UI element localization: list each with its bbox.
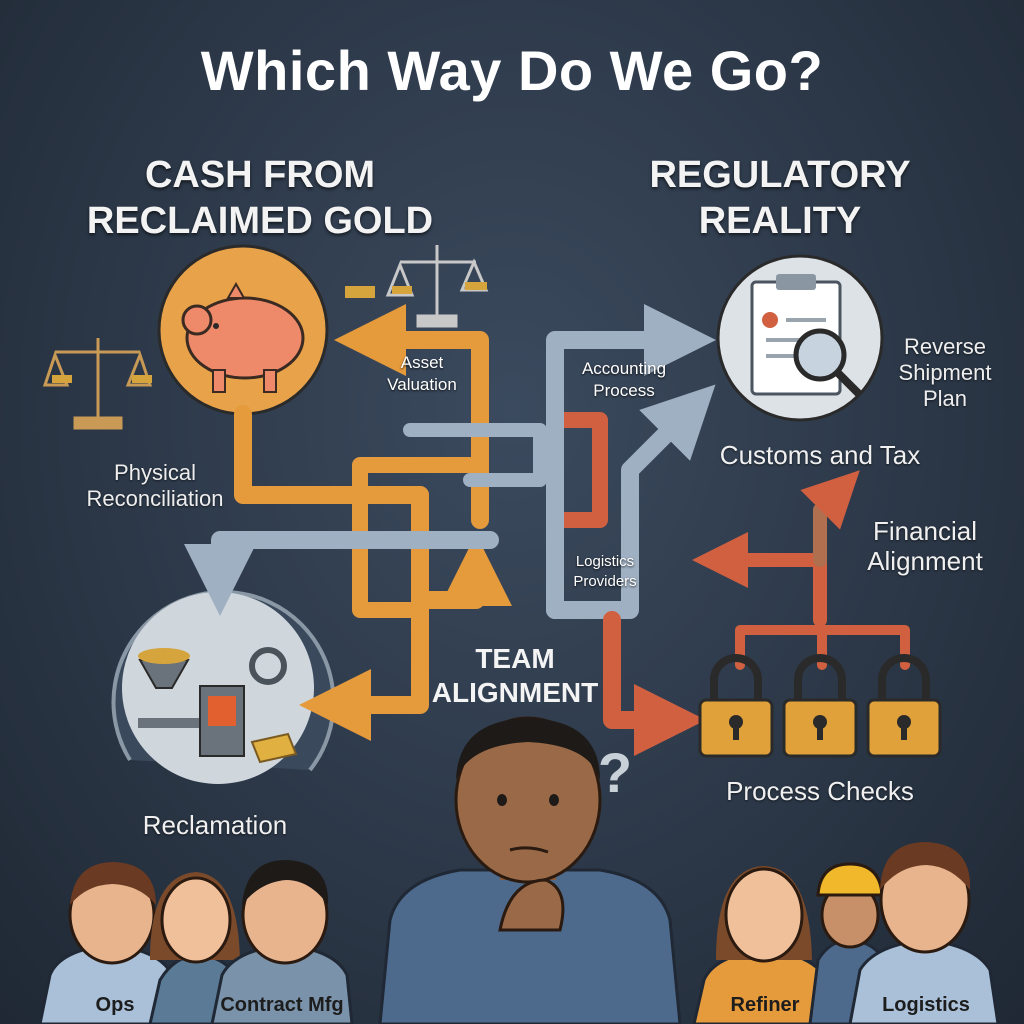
person-contract-mfg-illustration (210, 860, 354, 1024)
reclamation-label: Reclamation (142, 810, 288, 840)
team-alignment-line-1: TEAM (475, 643, 555, 674)
logistics-providers-line-2: Providers (573, 573, 637, 590)
left-heading: CASH FROM RECLAIMED GOLD (40, 152, 480, 244)
thinking-person-illustration (378, 716, 682, 1024)
reverse-shipment-plan-line-1: Reverse (904, 334, 986, 359)
logistics-providers-line-1: Logistics (575, 553, 635, 570)
right-heading: REGULATORY REALITY (600, 152, 960, 244)
people-label-contract-mfg: Contract Mfg (220, 994, 344, 1016)
left-heading-line-2: RECLAIMED GOLD (86, 200, 434, 242)
balance-scale-icon (345, 245, 489, 328)
asset-valuation-line-1: Asset (400, 353, 444, 372)
clipboard-magnifier-icon (716, 254, 884, 422)
reverse-shipment-plan-line-2: Shipment (898, 360, 992, 385)
lock-icon (866, 654, 942, 758)
financial-alignment-line-2: Alignment (867, 546, 983, 576)
physical-reconciliation-label: Physical Reconciliation (60, 460, 250, 512)
people-label-logistics: Logistics (882, 994, 970, 1016)
people-label-ops: Ops (95, 994, 135, 1016)
reclamation-machine-icon (111, 590, 336, 784)
person-logistics-illustration (848, 842, 1000, 1024)
balance-scale-icon (42, 338, 153, 430)
asset-valuation-label: Asset Valuation (362, 352, 482, 396)
financial-alignment-line-1: Financial (872, 516, 978, 546)
page-title: Which Way Do We Go? (200, 39, 824, 102)
person-refiner-illustration (692, 866, 836, 1024)
piggy-bank-icon (157, 244, 329, 416)
process-checks-label: Process Checks (726, 776, 914, 806)
reverse-shipment-plan-line-3: Plan (922, 386, 968, 411)
logistics-providers-label: Logistics Providers (556, 552, 654, 592)
lock-icon (698, 654, 774, 758)
team-alignment-label: TEAM ALIGNMENT (420, 642, 610, 710)
physical-reconciliation-line-1: Physical (114, 460, 196, 485)
asset-valuation-line-2: Valuation (387, 375, 457, 394)
question-mark-icon: ? (597, 741, 633, 804)
lock-icon (782, 654, 858, 758)
right-heading-line-2: REALITY (698, 200, 862, 242)
person-ops-illustration (38, 862, 184, 1024)
people-label-refiner: Refiner (730, 994, 800, 1016)
accounting-process-line-1: Accounting (581, 359, 667, 378)
physical-reconciliation-line-2: Reconciliation (86, 486, 224, 511)
financial-alignment-label: Financial Alignment (840, 516, 1010, 576)
accounting-process-label: Accounting Process (562, 358, 686, 402)
team-alignment-line-2: ALIGNMENT (431, 677, 599, 708)
reverse-shipment-plan-label: Reverse Shipment Plan (880, 334, 1010, 412)
accounting-process-line-2: Process (593, 381, 655, 400)
right-heading-line-1: REGULATORY (649, 154, 911, 196)
left-heading-line-1: CASH FROM (144, 154, 376, 196)
customs-and-tax-label: Customs and Tax (719, 440, 921, 470)
